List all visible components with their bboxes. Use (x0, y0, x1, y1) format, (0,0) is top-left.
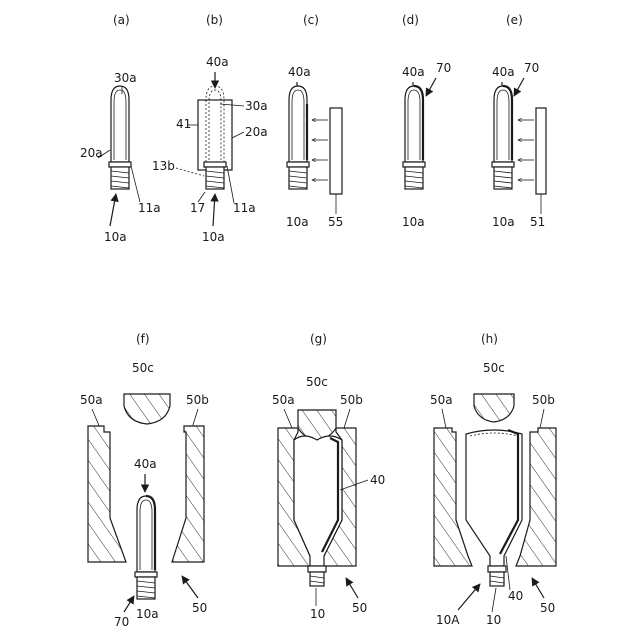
label-20a-b: 20a (245, 125, 268, 139)
panel-f-title: (f) (136, 332, 150, 346)
label-10a-b: 10a (202, 230, 225, 244)
label-50b-h: 50b (532, 393, 555, 407)
label-40-h: 40 (508, 589, 523, 603)
label-40a-f: 40a (134, 457, 157, 471)
label-30a: 30a (114, 71, 137, 85)
panel-d: (d) 40a 70 10a (402, 13, 451, 229)
label-55: 55 (328, 215, 343, 229)
label-10A: 10A (436, 613, 460, 627)
panel-b-title: (b) (206, 13, 223, 27)
label-30a-b: 30a (245, 99, 268, 113)
label-70-d: 70 (436, 61, 451, 75)
preform-10a-e (492, 86, 514, 189)
label-50c-f: 50c (132, 361, 154, 375)
preform-10a-d (403, 86, 425, 189)
label-40a-e: 40a (492, 65, 515, 79)
label-70-f: 70 (114, 615, 129, 629)
label-50-h: 50 (540, 601, 555, 615)
label-50-g: 50 (352, 601, 367, 615)
preform-10a-b (204, 86, 226, 189)
preform-10a-c (287, 86, 309, 189)
sleeve-41 (198, 100, 232, 170)
panel-d-title: (d) (402, 13, 419, 27)
label-50c-g: 50c (306, 375, 328, 389)
label-50c-h: 50c (483, 361, 505, 375)
panel-b: (b) 40a 30a 41 20a 13b 17 11a 10a (152, 13, 268, 244)
bottom-mold-50c-f (124, 394, 170, 424)
label-20a: 20a (80, 146, 103, 160)
label-10a: 10a (104, 230, 127, 244)
label-10-g: 10 (310, 607, 325, 621)
bottom-mold-50c-h (474, 394, 514, 422)
panel-h: (h) 50c 50a 50b 10A 10 40 50 (430, 332, 556, 627)
panel-a-title: (a) (113, 13, 130, 27)
right-mold-50b-f (172, 426, 204, 562)
label-41: 41 (176, 117, 191, 131)
panel-e-title: (e) (506, 13, 523, 27)
label-11a-b: 11a (233, 201, 256, 215)
panel-f: (f) 50c 50a 50b 40a 70 10a 50 (80, 332, 209, 629)
preform-10a (109, 86, 131, 189)
label-10a-e: 10a (492, 215, 515, 229)
panel-h-title: (h) (481, 332, 498, 346)
panel-g-title: (g) (310, 332, 327, 346)
label-17: 17 (190, 201, 205, 215)
label-40a-d: 40a (402, 65, 425, 79)
label-50a-g: 50a (272, 393, 295, 407)
label-10a-c: 10a (286, 215, 309, 229)
heat-arrows-c (312, 120, 328, 180)
label-10a-d: 10a (402, 215, 425, 229)
label-51: 51 (530, 215, 545, 229)
label-50a-h: 50a (430, 393, 453, 407)
label-50b-f: 50b (186, 393, 209, 407)
heat-arrows-e (518, 120, 534, 180)
label-50a-f: 50a (80, 393, 103, 407)
label-40a-c: 40a (288, 65, 311, 79)
heater-55 (330, 108, 342, 194)
panel-c-title: (c) (303, 13, 319, 27)
preform-10a-f (135, 496, 157, 599)
label-10a-f: 10a (136, 607, 159, 621)
plate-51 (536, 108, 546, 194)
panel-e: (e) 40a 70 10a 51 (492, 13, 546, 229)
label-13b: 13b (152, 159, 175, 173)
panel-g: (g) 50c 50a 50b 40 10 50 (272, 332, 385, 621)
label-50-f: 50 (192, 601, 207, 615)
label-40a-b: 40a (206, 55, 229, 69)
left-mold-50a-f (88, 426, 126, 562)
label-70-e: 70 (524, 61, 539, 75)
label-40-g: 40 (370, 473, 385, 487)
panel-c: (c) 40a 10a 55 (286, 13, 343, 229)
label-10-h: 10 (486, 613, 501, 627)
container-10A-h (466, 430, 522, 586)
label-50b-g: 50b (340, 393, 363, 407)
panel-a: (a) 30a 20a 11a 10a (80, 13, 161, 244)
label-11a: 11a (138, 201, 161, 215)
